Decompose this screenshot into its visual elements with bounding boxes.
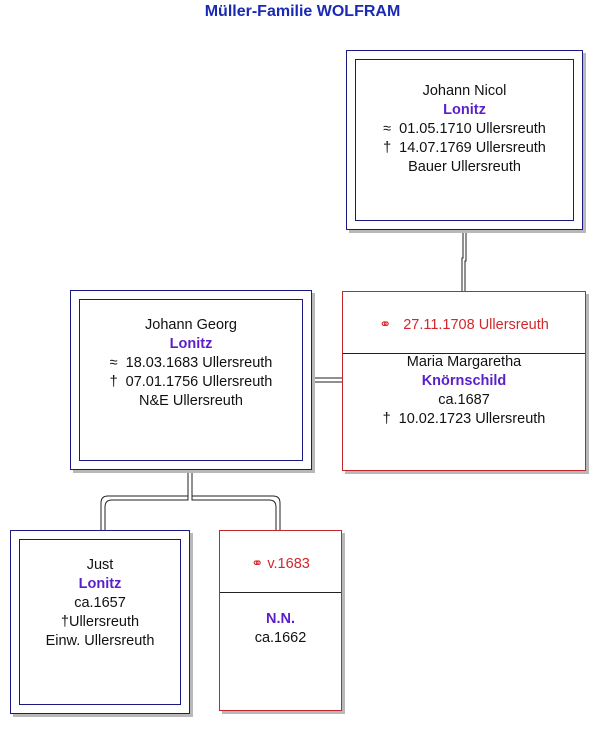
- given-name: Johann Nicol: [422, 83, 507, 99]
- marriage-rings-icon: ⚭: [251, 556, 264, 572]
- death-symbol-icon: †: [382, 411, 391, 427]
- person-box-just[interactable]: Just Lonitz ca.1657 †Ullersreuth Einw. U…: [10, 530, 190, 714]
- surname: Knörnschild: [421, 373, 507, 389]
- person-box-johann-georg[interactable]: Johann Georg Lonitz ≈18.03.1683 Ullersre…: [70, 290, 312, 470]
- birth-estimate: ca.1657: [74, 595, 126, 611]
- connector-children: [100, 470, 189, 531]
- divider: [343, 353, 585, 354]
- page-title: Müller-Familie WOLFRAM: [204, 3, 401, 20]
- birth-date: 01.05.1710 Ullersreuth: [399, 121, 546, 137]
- birth-estimate: ca.1662: [254, 630, 307, 646]
- occupation: Bauer Ullersreuth: [408, 159, 521, 175]
- death-symbol-icon: †: [60, 614, 69, 630]
- birth-symbol-icon: ≈: [383, 121, 392, 137]
- occupation: Einw. Ullersreuth: [45, 633, 155, 649]
- given-name: Just: [86, 557, 114, 573]
- birth-estimate: ca.1687: [438, 392, 490, 408]
- marriage-rings-icon: ⚭: [379, 317, 392, 333]
- death-place: Ullersreuth: [68, 614, 140, 630]
- person-box-inner: Just Lonitz ca.1657 †Ullersreuth Einw. U…: [19, 539, 181, 705]
- occupation: N&E Ullersreuth: [139, 393, 243, 409]
- death-date: 10.02.1723 Ullersreuth: [398, 411, 546, 427]
- death-symbol-icon: †: [109, 374, 118, 390]
- death-symbol-icon: †: [383, 140, 392, 156]
- surname: Lonitz: [443, 102, 486, 118]
- given-name: Maria Margaretha: [406, 354, 522, 370]
- given-name: Johann Georg: [145, 317, 237, 333]
- surname: N.N.: [266, 611, 295, 627]
- death-date: 07.01.1756 Ullersreuth: [125, 374, 273, 390]
- marriage-date: v.1683: [267, 556, 310, 572]
- connector-nicol-spouse: [461, 230, 464, 291]
- divider: [220, 592, 341, 593]
- surname: Lonitz: [78, 576, 122, 592]
- marriage-date: 27.11.1708 Ullersreuth: [403, 317, 549, 333]
- birth-date: 18.03.1683 Ullersreuth: [125, 355, 273, 371]
- spouse-box-maria-margaretha[interactable]: ⚭ 27.11.1708 Ullersreuth Maria Margareth…: [342, 291, 586, 471]
- person-box-inner: Johann Georg Lonitz ≈18.03.1683 Ullersre…: [79, 299, 303, 461]
- death-date: 14.07.1769 Ullersreuth: [399, 140, 546, 156]
- person-box-johann-nicol[interactable]: Johann Nicol Lonitz ≈01.05.1710 Ullersre…: [346, 50, 583, 230]
- person-box-inner: Johann Nicol Lonitz ≈01.05.1710 Ullersre…: [355, 59, 574, 221]
- surname: Lonitz: [169, 336, 213, 352]
- birth-symbol-icon: ≈: [109, 355, 118, 371]
- spouse-box-nn[interactable]: ⚭ v.1683 N.N. ca.1662: [219, 530, 342, 711]
